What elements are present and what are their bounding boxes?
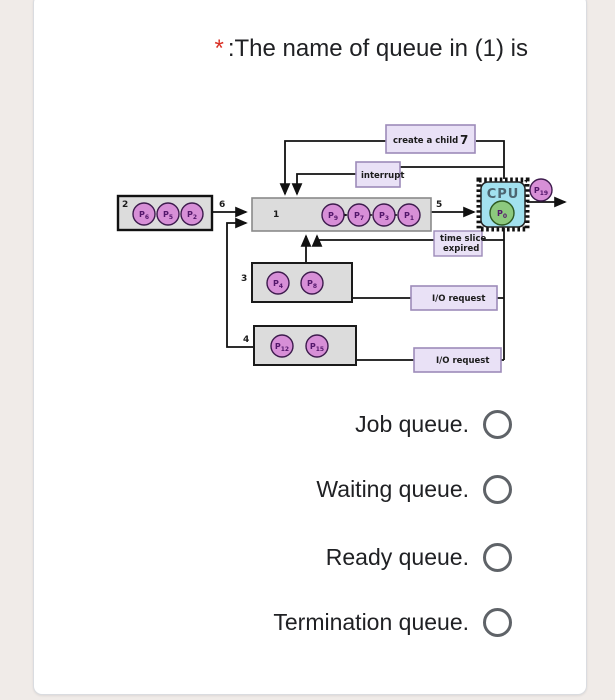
terminated-process-label: P19 xyxy=(534,186,548,197)
process-label: P8 xyxy=(307,279,317,290)
io-request-label-1: I/O request xyxy=(432,294,485,304)
process-label: P1 xyxy=(404,211,414,222)
option-row-job-queue[interactable]: Job queue. xyxy=(355,407,512,441)
device-queue-2-box: 4 xyxy=(243,325,357,366)
time-slice-label-2: expired xyxy=(443,244,479,254)
ready-queue-processes: P9 P7 P3 P1 xyxy=(321,203,421,227)
label-5: 5 xyxy=(436,200,442,210)
process-label: P9 xyxy=(328,211,338,222)
time-slice-box: time slice expired xyxy=(433,230,486,257)
line-cpu-to-create-child xyxy=(476,140,505,179)
label-2: 2 xyxy=(122,200,128,210)
option-row-termination-queue[interactable]: Termination queue. xyxy=(273,605,512,639)
device-queue-1-box: 3 xyxy=(241,262,353,303)
create-child-number: 7 xyxy=(460,133,468,147)
arrow-interrupt-to-ready xyxy=(291,173,356,196)
interrupt-label: interrupt xyxy=(361,171,404,181)
option-label: Job queue. xyxy=(355,410,469,437)
option-label: Ready queue. xyxy=(325,543,469,570)
radio-button[interactable] xyxy=(483,409,512,439)
job-queue-processes: P6 P5 P2 xyxy=(132,202,204,226)
label-1: 1 xyxy=(273,210,279,220)
question-title: *:The name of queue in (1) is xyxy=(214,35,528,63)
create-child-label: create a child xyxy=(393,136,458,146)
terminated-process-circle xyxy=(529,178,553,202)
option-row-ready-queue[interactable]: Ready queue. xyxy=(326,540,512,574)
process-label: P3 xyxy=(379,211,389,222)
label-6: 6 xyxy=(219,200,225,210)
label-3: 3 xyxy=(241,274,247,284)
time-slice-label-1: time slice xyxy=(440,234,486,244)
io-request-box-2: I/O request xyxy=(413,347,502,373)
arrow-create-child-to-ready xyxy=(279,140,386,196)
label-4: 4 xyxy=(243,335,249,345)
process-label: P7 xyxy=(354,211,364,222)
process-label: P12 xyxy=(275,342,289,353)
cpu-process-label: P0 xyxy=(497,209,507,220)
question-title-text: :The name of queue in (1) is xyxy=(227,35,528,62)
interrupt-box: interrupt xyxy=(355,161,404,188)
diagram-svg: 2 1 3 4 6 5 create a child 7 xyxy=(116,124,567,373)
process-label: P4 xyxy=(273,279,283,290)
radio-button[interactable] xyxy=(483,607,512,637)
process-label: P2 xyxy=(187,210,197,221)
required-asterisk: * xyxy=(214,35,224,62)
option-row-waiting-queue[interactable]: Waiting queue. xyxy=(316,472,512,506)
device-queue-2-processes: P12 P15 xyxy=(270,334,329,358)
create-child-box: create a child 7 xyxy=(385,124,476,154)
process-scheduling-diagram: 2 1 3 4 6 5 create a child 7 xyxy=(114,117,574,383)
io-request-label-2: I/O request xyxy=(436,356,489,366)
question-card: *:The name of queue in (1) is xyxy=(33,0,587,695)
device-queue-1-processes: P4 P8 xyxy=(266,271,324,295)
process-label: P6 xyxy=(139,210,149,221)
process-label: P5 xyxy=(163,210,173,221)
cpu-pins xyxy=(476,177,530,232)
arrow-dev2-to-ready xyxy=(226,217,254,348)
radio-button[interactable] xyxy=(483,474,512,504)
cpu-label: CPU xyxy=(487,187,520,202)
io-request-box-1: I/O request xyxy=(410,285,498,311)
cpu-process-circle xyxy=(489,200,515,226)
radio-button[interactable] xyxy=(483,542,512,572)
option-label: Waiting queue. xyxy=(316,475,469,502)
process-label: P15 xyxy=(310,342,324,353)
cpu-chip: CPU P0 xyxy=(476,177,530,232)
option-label: Termination queue. xyxy=(273,608,469,635)
